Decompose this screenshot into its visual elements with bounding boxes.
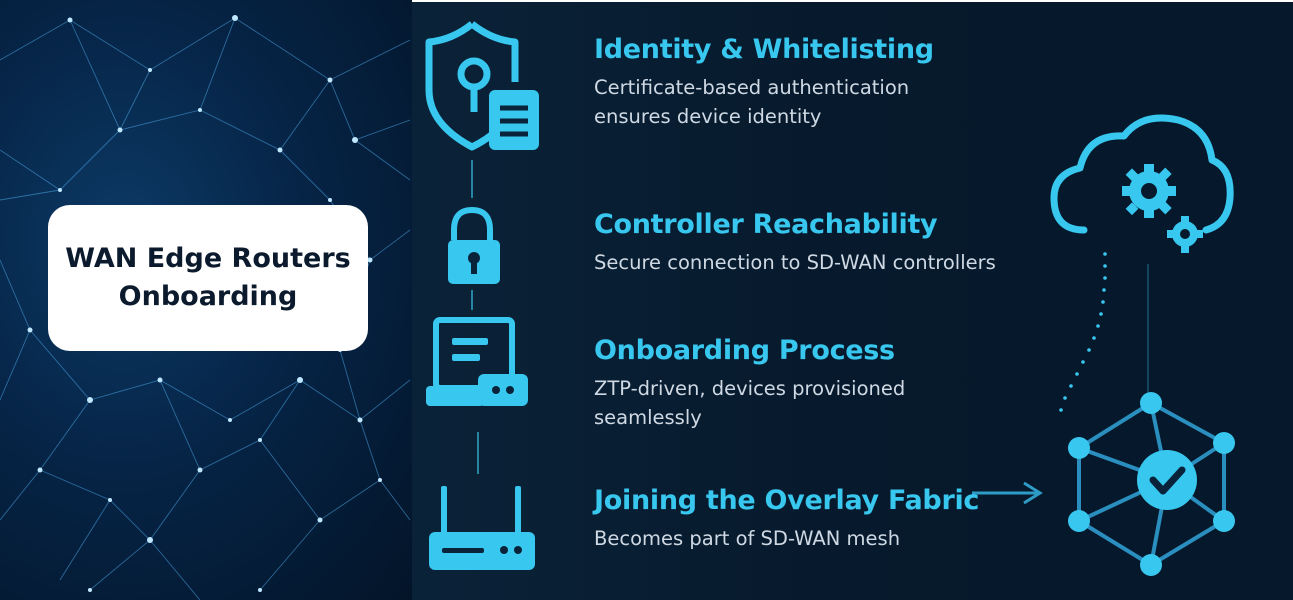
step-description-line: ZTP-driven, devices provisioned xyxy=(594,377,906,400)
device-console-icon xyxy=(426,317,528,406)
step-joining-overlay-fabric: Joining the Overlay Fabric Becomes part … xyxy=(594,485,1154,553)
step-connector-lines xyxy=(471,160,479,474)
step-title: Onboarding Process xyxy=(594,335,895,366)
step-description: ZTP-driven, devices provisioned seamless… xyxy=(594,374,1154,432)
network-background-panel: WAN Edge Routers Onboarding xyxy=(0,0,412,600)
step-onboarding-process: Onboarding Process ZTP-driven, devices p… xyxy=(594,335,1154,432)
mesh-checkmark-icon xyxy=(1068,392,1235,576)
step-controller-reachability: Controller Reachability Secure connectio… xyxy=(594,209,1154,277)
step-description-line: Becomes part of SD-WAN mesh xyxy=(594,527,901,550)
padlock-icon xyxy=(448,206,500,284)
title-line-1: WAN Edge Routers xyxy=(65,243,351,274)
arrow-right-icon xyxy=(972,481,1043,505)
step-description-line: ensures device identity xyxy=(594,105,822,128)
router-icon xyxy=(429,486,535,570)
step-title: Identity & Whitelisting xyxy=(594,34,934,65)
document-icon xyxy=(489,90,539,150)
step-description: Becomes part of SD-WAN mesh xyxy=(594,524,1154,553)
step-description-line: seamlessly xyxy=(594,406,702,429)
step-title: Joining the Overlay Fabric xyxy=(594,485,980,516)
step-description: Certificate-based authentication ensures… xyxy=(594,73,1154,131)
step-title: Controller Reachability xyxy=(594,209,938,240)
dotted-connector xyxy=(1059,252,1107,412)
steps-graphics xyxy=(425,21,1235,576)
step-description: Secure connection to SD-WAN controllers xyxy=(594,248,1154,277)
step-description-line: Certificate-based authentication xyxy=(594,76,910,99)
step-identity-whitelisting: Identity & Whitelisting Certificate-base… xyxy=(594,34,1154,131)
title-line-2: Onboarding xyxy=(118,281,298,312)
cloud-gears-icon xyxy=(1050,114,1234,253)
steps-panel: Identity & Whitelisting Certificate-base… xyxy=(412,0,1293,600)
title-card: WAN Edge Routers Onboarding xyxy=(48,205,368,351)
step-description-line: Secure connection to SD-WAN controllers xyxy=(594,251,996,274)
